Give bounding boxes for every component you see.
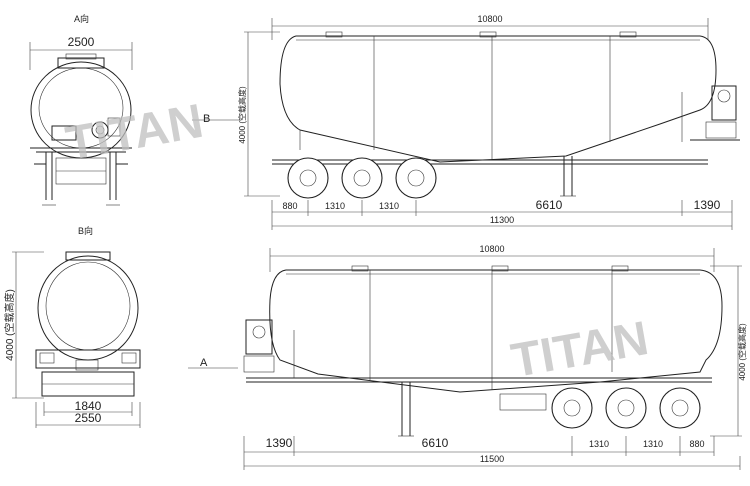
- front-view-label: A向: [74, 13, 89, 24]
- bottom-tank-body: [269, 269, 723, 393]
- side-view-bottom: 10800 4000 (空载高度): [188, 244, 747, 470]
- front-view: A向 2500: [29, 13, 133, 206]
- bottom-dim-2: 6610: [422, 436, 449, 450]
- bottom-dim-3: 1310: [589, 439, 609, 449]
- bottom-wheel-3: [659, 387, 701, 429]
- top-dim-3: 1310: [379, 201, 399, 211]
- front-width-label: 2500: [68, 35, 95, 49]
- bottom-wheel-2: [605, 387, 647, 429]
- bottom-height-label: 4000 (空载高度): [737, 323, 747, 381]
- rear-view-label: B向: [78, 225, 93, 236]
- bottom-view-arrow-label: A: [200, 357, 208, 369]
- top-dim-4: 6610: [536, 198, 563, 212]
- rear-inner-width-label: 1840: [75, 399, 102, 413]
- top-height-label: 4000 (空载高度): [237, 86, 247, 144]
- top-tank-body: [279, 35, 717, 163]
- rear-outer-width-label: 2550: [75, 411, 102, 425]
- bottom-dim-1: 1390: [266, 436, 293, 450]
- rear-height-label: 4000 (空载高度): [3, 289, 16, 361]
- top-total-length-label: 11300: [490, 215, 514, 225]
- top-dim-1: 880: [282, 201, 297, 211]
- top-dim-2: 1310: [325, 201, 345, 211]
- top-overall-length-label: 10800: [477, 14, 502, 24]
- bottom-total-length-label: 11500: [480, 454, 504, 464]
- bottom-dim-4: 1310: [643, 439, 663, 449]
- watermark-top: TITAN: [62, 95, 207, 171]
- top-view-arrow-label: B: [203, 113, 210, 125]
- bottom-wheel-1: [551, 387, 593, 429]
- rear-view: B向 4000 (空载高度) 1840 2550: [3, 225, 141, 428]
- top-wheel-3: [395, 157, 437, 199]
- top-dim-5: 1390: [694, 198, 721, 212]
- rear-tank-outline: [37, 255, 139, 361]
- watermark-bottom: TITAN: [507, 312, 652, 388]
- bottom-overall-length-label: 10800: [479, 244, 504, 254]
- top-wheel-1: [287, 157, 329, 199]
- side-view-top: 10800 4000 (空载高度): [192, 14, 740, 230]
- top-wheel-2: [341, 157, 383, 199]
- bottom-dim-5: 880: [689, 439, 704, 449]
